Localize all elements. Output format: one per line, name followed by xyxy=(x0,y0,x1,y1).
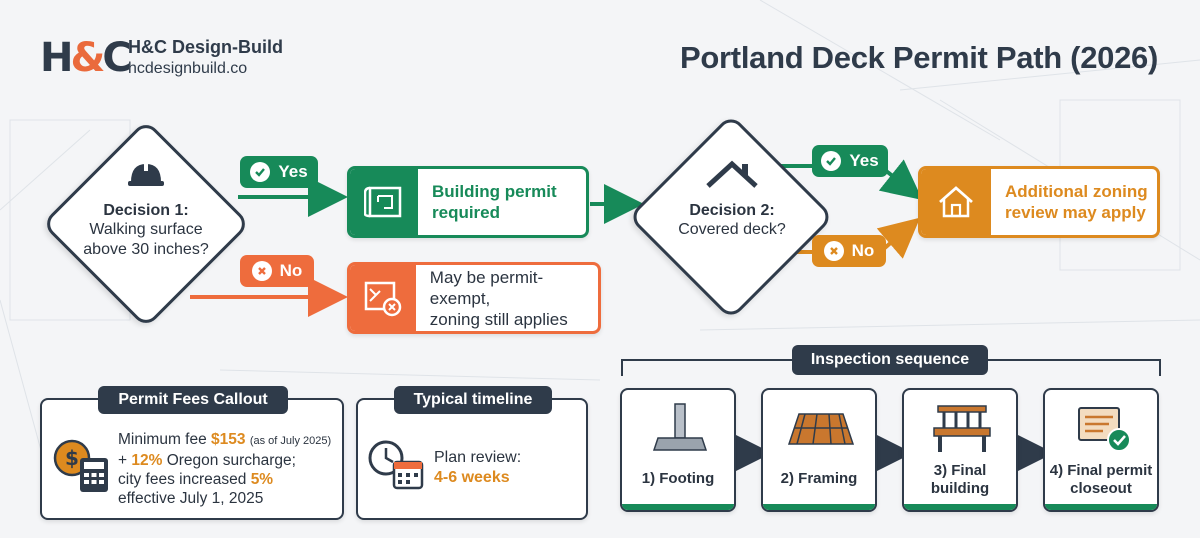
yes-pill-d1: Yes xyxy=(240,156,318,188)
fee-line-4: effective July 1, 2025 xyxy=(118,490,264,507)
check-icon xyxy=(250,162,271,182)
no-label: No xyxy=(851,241,875,260)
svg-text:$: $ xyxy=(65,446,79,470)
step-3-line1: 3) Final xyxy=(933,462,987,479)
step-4-bar xyxy=(1045,504,1157,510)
step-3-bar xyxy=(904,504,1016,510)
yes-label: Yes xyxy=(849,151,879,170)
brand-url[interactable]: hcdesignbuild.co xyxy=(128,60,248,77)
no-pill-d2: No xyxy=(812,235,886,267)
permit-exempt-line1: May be permit-exempt, xyxy=(429,267,544,308)
roof-icon xyxy=(706,160,758,188)
footing-icon xyxy=(652,403,708,451)
step-4-line2: closeout xyxy=(1070,480,1132,497)
timeline-tag: Typical timeline xyxy=(394,386,552,414)
decision-2: Decision 2: Covered deck? xyxy=(626,113,838,321)
fee-line-1: Minimum fee $153 (as of July 2025) xyxy=(118,430,344,451)
inspection-step-closeout: 4) Final permit closeout xyxy=(1043,388,1159,512)
permit-exempt-line2: zoning still applies xyxy=(429,309,568,329)
x-icon xyxy=(823,241,844,261)
framing-icon xyxy=(787,413,855,445)
step-3-line2: building xyxy=(930,480,990,497)
permit-required-line2: required xyxy=(432,203,501,222)
brand-name: H&C Design-Build xyxy=(128,37,283,57)
inspection-tag: Inspection sequence xyxy=(792,345,988,375)
decision-1-line2: above 30 inches? xyxy=(83,241,209,258)
step-2-line1: 2) Framing xyxy=(780,470,858,487)
step-2-bar xyxy=(763,504,875,510)
crossed-plan-icon xyxy=(350,265,416,331)
decision-1-title: Decision 1: xyxy=(103,202,189,219)
fee-increase-label: city fees increased xyxy=(118,471,251,488)
permit-required-line1: Building permit xyxy=(432,182,557,201)
zoning-review-line1: Additional zoning xyxy=(1005,182,1148,201)
check-icon xyxy=(821,151,842,171)
bench-icon xyxy=(933,405,991,452)
decision-1-line1: Walking surface xyxy=(89,221,203,238)
fee-plus: + xyxy=(118,452,132,469)
brand-logo: H&C xyxy=(40,35,132,81)
page-title: Portland Deck Permit Path (2026) xyxy=(680,40,1158,75)
decision-1: Decision 1: Walking surface above 30 inc… xyxy=(40,118,252,330)
timeline-callout: Plan review: 4-6 weeks xyxy=(356,398,588,520)
fee-as-of: (as of July 2025) xyxy=(249,435,332,447)
hard-hat-icon xyxy=(128,161,164,186)
step-4-line1: 4) Final permit xyxy=(1049,462,1153,479)
x-icon xyxy=(251,261,272,281)
yes-label: Yes xyxy=(278,162,308,181)
permit-fees-callout: $ Minimum fee $153 (as of July 2025) + 1… xyxy=(40,398,344,520)
yes-pill-d2: Yes xyxy=(812,145,888,177)
fee-min-label: Minimum fee xyxy=(118,431,212,448)
timeline-label: Plan review: xyxy=(434,449,522,466)
zoning-review-line2: review may apply xyxy=(1005,203,1146,222)
certificate-icon xyxy=(1078,407,1131,452)
no-pill-d1: No xyxy=(240,255,314,287)
timeline-value: 4-6 weeks xyxy=(434,469,510,486)
result-zoning-review: Additional zoning review may apply xyxy=(918,166,1160,238)
logo-letter-c: C xyxy=(102,35,131,81)
inspection-step-final-building: 3) Final building xyxy=(902,388,1018,512)
house-icon xyxy=(921,169,991,235)
decision-2-line1: Covered deck? xyxy=(678,221,786,238)
blueprint-icon xyxy=(350,169,418,235)
fee-surcharge-label: Oregon surcharge; xyxy=(162,452,296,469)
permit-fees-tag: Permit Fees Callout xyxy=(98,386,288,414)
money-calculator-icon: $ xyxy=(53,439,108,492)
inspection-step-framing: 2) Framing xyxy=(761,388,877,512)
decision-2-title: Decision 2: xyxy=(689,202,775,219)
fee-surcharge-value: 12% xyxy=(131,452,163,469)
logo-letter-h: H xyxy=(40,35,74,81)
logo-ampersand: & xyxy=(70,35,105,81)
fee-increase-value: 5% xyxy=(250,471,274,488)
inspection-step-footing: 1) Footing xyxy=(620,388,736,512)
step-1-bar xyxy=(622,504,734,510)
clock-calendar-icon xyxy=(368,440,424,490)
step-1-line1: 1) Footing xyxy=(641,470,715,487)
fee-min-value: $153 xyxy=(211,431,246,448)
no-label: No xyxy=(279,261,303,280)
fee-line-2: + 12% Oregon surcharge; xyxy=(118,451,344,470)
fee-line-3: city fees increased 5% xyxy=(118,470,344,489)
result-permit-exempt: May be permit-exempt, zoning still appli… xyxy=(347,262,601,334)
result-permit-required: Building permit required xyxy=(347,166,589,238)
